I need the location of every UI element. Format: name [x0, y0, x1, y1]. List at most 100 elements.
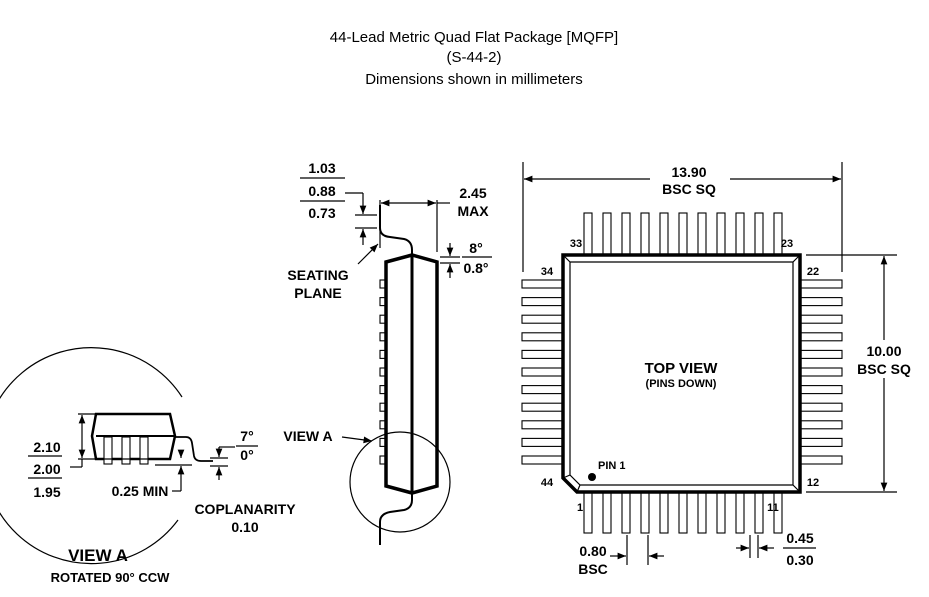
coplanarity-label: COPLANARITY	[194, 501, 296, 517]
overall-width-dimension: 13.90 BSC SQ	[522, 160, 843, 272]
body-bevel	[562, 254, 801, 493]
right-pin	[799, 420, 843, 430]
foot-angle-max: 7°	[240, 428, 253, 444]
right-pin	[799, 279, 843, 289]
bottom-pin	[716, 491, 726, 534]
left-pin	[521, 349, 564, 359]
right-pin	[799, 437, 843, 447]
lead-thickness-nom: 0.88	[308, 183, 335, 199]
top-pin	[602, 212, 612, 256]
lead-width-dimension: 0.45 0.30	[736, 530, 816, 568]
height-nom: 2.00	[33, 461, 60, 477]
pitch-dimension: 0.80 BSC	[578, 535, 664, 577]
title-block: 44-Lead Metric Quad Flat Package [MQFP] …	[330, 29, 618, 88]
standoff-angle-max: 8°	[469, 240, 482, 256]
bottom-lead	[379, 492, 413, 545]
bottom-pin	[697, 491, 707, 534]
bottom-pin	[678, 491, 688, 534]
pin-number-23: 23	[781, 238, 793, 250]
top-pin	[697, 212, 707, 256]
lead-thickness-min: 0.73	[308, 205, 335, 221]
view-a-lead	[175, 436, 213, 462]
side-view: 2.45 MAX 1.03 0.88 0.73 8° 0.8° SEATING …	[283, 160, 492, 545]
package-code: (S-44-2)	[446, 49, 501, 66]
bottom-pin	[754, 491, 764, 534]
left-pin	[521, 402, 564, 412]
svg-text:BSC SQ: BSC SQ	[662, 181, 716, 197]
pin-number-11: 11	[767, 502, 779, 514]
left-pin	[521, 297, 564, 307]
top-view-sublabel: (PINS DOWN)	[646, 378, 717, 390]
bottom-pin	[659, 491, 669, 534]
package-body	[561, 253, 802, 494]
standoff-angle-min: 0.8°	[463, 260, 488, 276]
top-pin	[659, 212, 669, 256]
max-height-label: MAX	[457, 203, 489, 219]
svg-text:0.30: 0.30	[786, 552, 813, 568]
svg-text:0.45: 0.45	[786, 530, 813, 546]
top-pin	[716, 212, 726, 256]
svg-text:BSC: BSC	[578, 561, 608, 577]
pin-number-44: 44	[541, 477, 554, 489]
right-pin	[799, 297, 843, 307]
pin-number-12: 12	[807, 477, 819, 489]
height-min: 1.95	[33, 484, 60, 500]
top-pin	[640, 212, 650, 256]
pin-number-34: 34	[541, 266, 554, 278]
top-pin	[678, 212, 688, 256]
right-pin	[799, 367, 843, 377]
svg-text:0.80: 0.80	[579, 543, 606, 559]
view-a-callout-circle	[349, 431, 451, 533]
bottom-pin	[735, 491, 745, 534]
pin1-marker-icon	[588, 473, 596, 481]
max-height-value: 2.45	[459, 185, 486, 201]
lead-thickness-max: 1.03	[308, 160, 335, 176]
pin1-label: PIN 1	[598, 460, 626, 472]
right-pin	[799, 314, 843, 324]
left-pin	[521, 455, 564, 465]
svg-text:BSC SQ: BSC SQ	[857, 361, 911, 377]
pin-number-33: 33	[570, 238, 582, 250]
left-pin	[521, 385, 564, 395]
left-pin	[521, 332, 564, 342]
pin-number-22: 22	[807, 266, 819, 278]
svg-text:10.00: 10.00	[866, 343, 901, 359]
top-pin	[735, 212, 745, 256]
view-a-circle	[0, 347, 183, 565]
title: 44-Lead Metric Quad Flat Package [MQFP]	[330, 29, 618, 46]
bottom-pin	[640, 491, 650, 534]
right-pin	[799, 349, 843, 359]
height-max: 2.10	[33, 439, 60, 455]
svg-text:PLANE: PLANE	[294, 285, 341, 301]
view-a-title: VIEW A	[68, 546, 128, 565]
units-note: Dimensions shown in millimeters	[365, 71, 583, 88]
body-size-dimension: 10.00 BSC SQ	[806, 254, 920, 493]
right-pin	[799, 385, 843, 395]
right-pin	[799, 332, 843, 342]
view-a-detail: 2.10 2.00 1.95 0.25 MIN 7° 0° COPLANARIT…	[0, 347, 296, 585]
pin-number-1: 1	[577, 502, 583, 514]
top-pin	[621, 212, 631, 256]
standoff-label: 0.25 MIN	[112, 483, 169, 499]
right-pin	[799, 402, 843, 412]
left-pin	[521, 437, 564, 447]
view-a-subtitle: ROTATED 90° CCW	[51, 570, 171, 585]
top-pin	[583, 212, 593, 256]
top-view: TOP VIEW (PINS DOWN) PIN 1 33 23 34 22 4…	[521, 160, 920, 577]
seating-plane-label: SEATING	[287, 267, 348, 283]
top-pin	[754, 212, 764, 256]
bottom-pin	[621, 491, 631, 534]
left-pin	[521, 279, 564, 289]
coplanarity-value: 0.10	[231, 519, 258, 535]
top-view-label: TOP VIEW	[645, 360, 719, 377]
top-lead	[379, 205, 413, 256]
view-a-leads	[103, 436, 149, 465]
left-pin	[521, 420, 564, 430]
bottom-pin	[583, 491, 593, 534]
svg-text:13.90: 13.90	[671, 164, 706, 180]
left-pin	[521, 367, 564, 377]
view-a-pointer-label: VIEW A	[283, 428, 332, 444]
right-pin	[799, 455, 843, 465]
bottom-pin	[602, 491, 612, 534]
